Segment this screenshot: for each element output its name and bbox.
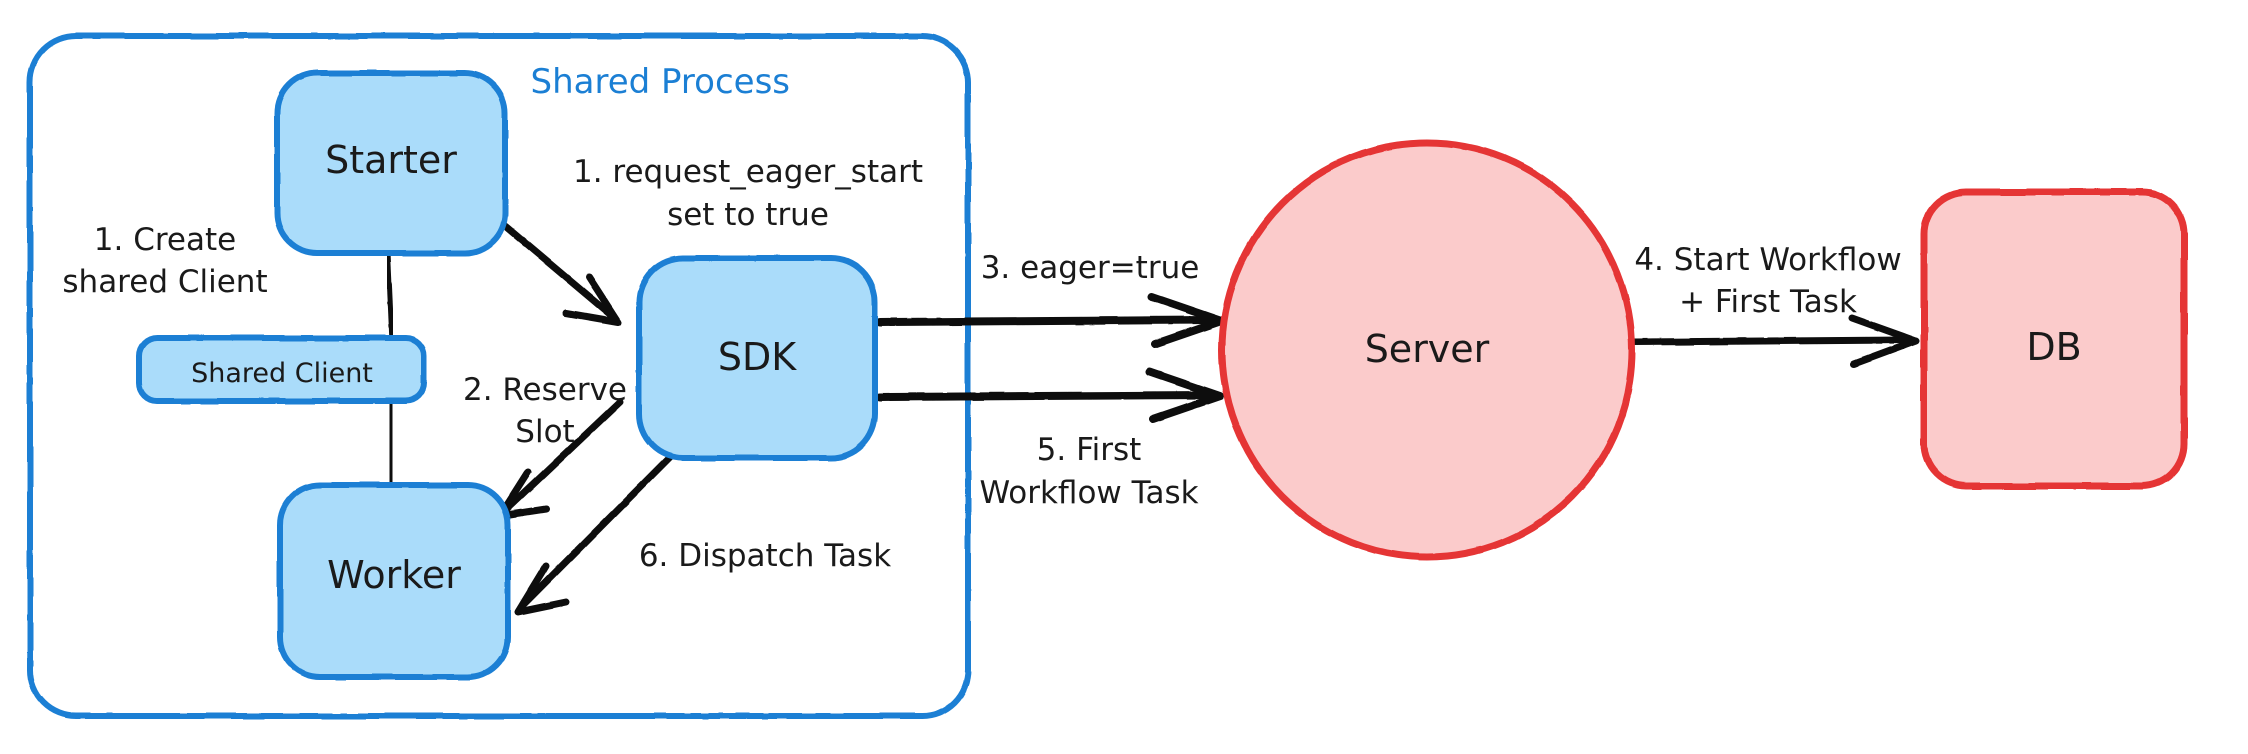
node-starter-shape	[274, 70, 508, 256]
edge-label-eager-true-text: 3. eager=true	[981, 250, 1200, 286]
edge-label-first-workflow-task-line1: 5. First	[1037, 432, 1142, 468]
node-sdk-label: SDK	[718, 335, 797, 379]
node-server[interactable]: Server	[1218, 139, 1636, 561]
arrow-sdk-to-worker-dispatch	[514, 451, 676, 616]
edge-label-dispatch-task: 6. Dispatch Task	[639, 538, 891, 574]
node-db[interactable]: DB	[1920, 188, 2188, 490]
edge-label-reserve-slot-line1: 2. Reserve	[463, 372, 627, 408]
edge-label-request-eager-start-line1: 1. request_eager_start	[573, 154, 923, 190]
node-server-shape	[1218, 139, 1636, 561]
edge-label-first-workflow-task-line2: Workflow Task	[979, 475, 1198, 511]
node-sdk[interactable]: SDK	[636, 255, 878, 461]
edge-label-create-shared-client-line2: shared Client	[62, 264, 267, 300]
edge-label-start-workflow-first-task: 4. Start Workflow + First Task	[1634, 242, 1901, 320]
node-shared-client-label: Shared Client	[191, 358, 373, 389]
node-server-label: Server	[1365, 327, 1490, 371]
group-shared-process-label: Shared Process	[531, 62, 790, 102]
node-starter[interactable]: Starter	[274, 70, 508, 256]
edge-label-request-eager-start-line2: set to true	[667, 197, 829, 233]
edge-label-reserve-slot-line2: Slot	[515, 414, 574, 450]
edge-label-first-workflow-task: 5. First Workflow Task	[979, 432, 1198, 511]
edge-label-create-shared-client: 1. Create shared Client	[62, 222, 267, 300]
edge-label-create-shared-client-line1: 1. Create	[94, 222, 236, 258]
node-shared-client-shape	[136, 335, 427, 404]
edge-label-dispatch-task-text: 6. Dispatch Task	[639, 538, 891, 574]
node-db-label: DB	[2026, 325, 2081, 369]
node-db-shape	[1920, 188, 2188, 490]
connector-shared-client-worker	[387, 397, 395, 495]
edge-label-eager-true: 3. eager=true	[981, 250, 1200, 286]
arrow-sdk-to-server-first-task	[876, 368, 1224, 423]
node-starter-label: Starter	[325, 138, 457, 182]
node-shared-client[interactable]: Shared Client	[136, 335, 427, 404]
node-worker-label: Worker	[327, 553, 461, 597]
arrow-server-to-db	[1628, 314, 1920, 368]
edge-label-reserve-slot: 2. Reserve Slot	[463, 372, 627, 450]
node-sdk-shape	[636, 255, 878, 461]
arrow-starter-to-sdk	[488, 211, 622, 326]
node-worker[interactable]: Worker	[277, 482, 511, 680]
edge-label-start-workflow-line2: + First Task	[1679, 284, 1857, 320]
group-shared-process	[27, 33, 971, 719]
connector-starter-shared-client	[385, 249, 395, 346]
node-worker-shape	[277, 482, 511, 680]
group-shared-process-outline	[27, 33, 971, 719]
edge-label-start-workflow-line1: 4. Start Workflow	[1634, 242, 1901, 278]
edge-label-request-eager-start: 1. request_eager_start set to true	[573, 154, 923, 233]
